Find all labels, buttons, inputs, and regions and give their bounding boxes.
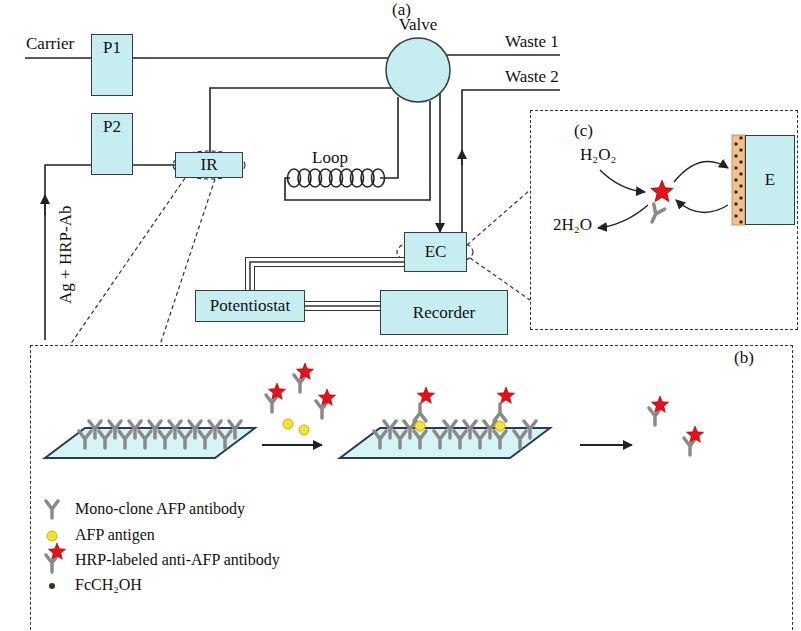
flow-line xyxy=(133,58,388,59)
signal-cable xyxy=(305,306,380,307)
electrode-box: E xyxy=(745,135,795,225)
text-label: Carrier xyxy=(26,34,74,54)
legend-text: Mono-clone AFP antibody xyxy=(75,500,245,518)
node-label: P1 xyxy=(103,38,121,58)
node-label: IR xyxy=(201,155,218,175)
node-label: Recorder xyxy=(413,303,475,323)
text-label: (a) xyxy=(392,0,411,20)
instrument-box: Recorder xyxy=(380,290,508,335)
node-label: (b) xyxy=(734,348,754,368)
waste2-line xyxy=(462,90,560,232)
legend-text: AFP antigen xyxy=(75,526,155,544)
leader-line xyxy=(70,178,185,345)
loop-coil xyxy=(288,169,385,187)
node-label: (c) xyxy=(574,121,593,141)
leader-line xyxy=(467,190,530,245)
flow-line xyxy=(210,88,392,152)
instrument-box: Potentiostat xyxy=(195,290,305,322)
node-label: E xyxy=(765,170,775,190)
inset-panel: (b) xyxy=(30,345,793,631)
pump-box: P1 xyxy=(91,34,133,96)
valve-outline xyxy=(385,37,451,103)
flow-line xyxy=(440,93,441,232)
injection-valve: Valve xyxy=(385,37,451,103)
waste1-line xyxy=(447,54,560,56)
sample-line xyxy=(45,165,91,340)
pump-box: P2 xyxy=(91,113,133,175)
text-label: Loop xyxy=(312,148,348,168)
node-label: EC xyxy=(425,242,447,262)
text-label: H₂O₂ xyxy=(580,145,616,165)
electrode-illustration xyxy=(598,135,745,228)
loop-line xyxy=(380,97,398,178)
callout-ellipse xyxy=(173,151,245,179)
legend-text: HRP-labeled anti-AFP antibody xyxy=(75,551,280,569)
loop-line xyxy=(285,101,430,200)
signal-cable xyxy=(250,262,404,290)
immunoreactor-illustration xyxy=(45,363,704,589)
flow-arrow xyxy=(44,195,46,215)
text-label: Waste 1 xyxy=(505,32,559,52)
text-label: Ag + HRP-Ab xyxy=(56,206,76,304)
flow-arrow xyxy=(461,150,463,165)
legend-text: FcCH₂OH xyxy=(75,576,142,594)
text-label: Waste 2 xyxy=(505,67,559,87)
callout-marks xyxy=(160,151,530,345)
immunoreactor-box: IR xyxy=(175,152,243,178)
electrochemical-cell: EC xyxy=(404,232,467,272)
carrier-line xyxy=(25,57,91,59)
flow-line xyxy=(133,165,175,166)
node-label: Potentiostat xyxy=(210,296,290,316)
text-label: 2H₂O xyxy=(553,215,592,235)
node-label: P2 xyxy=(103,117,121,137)
